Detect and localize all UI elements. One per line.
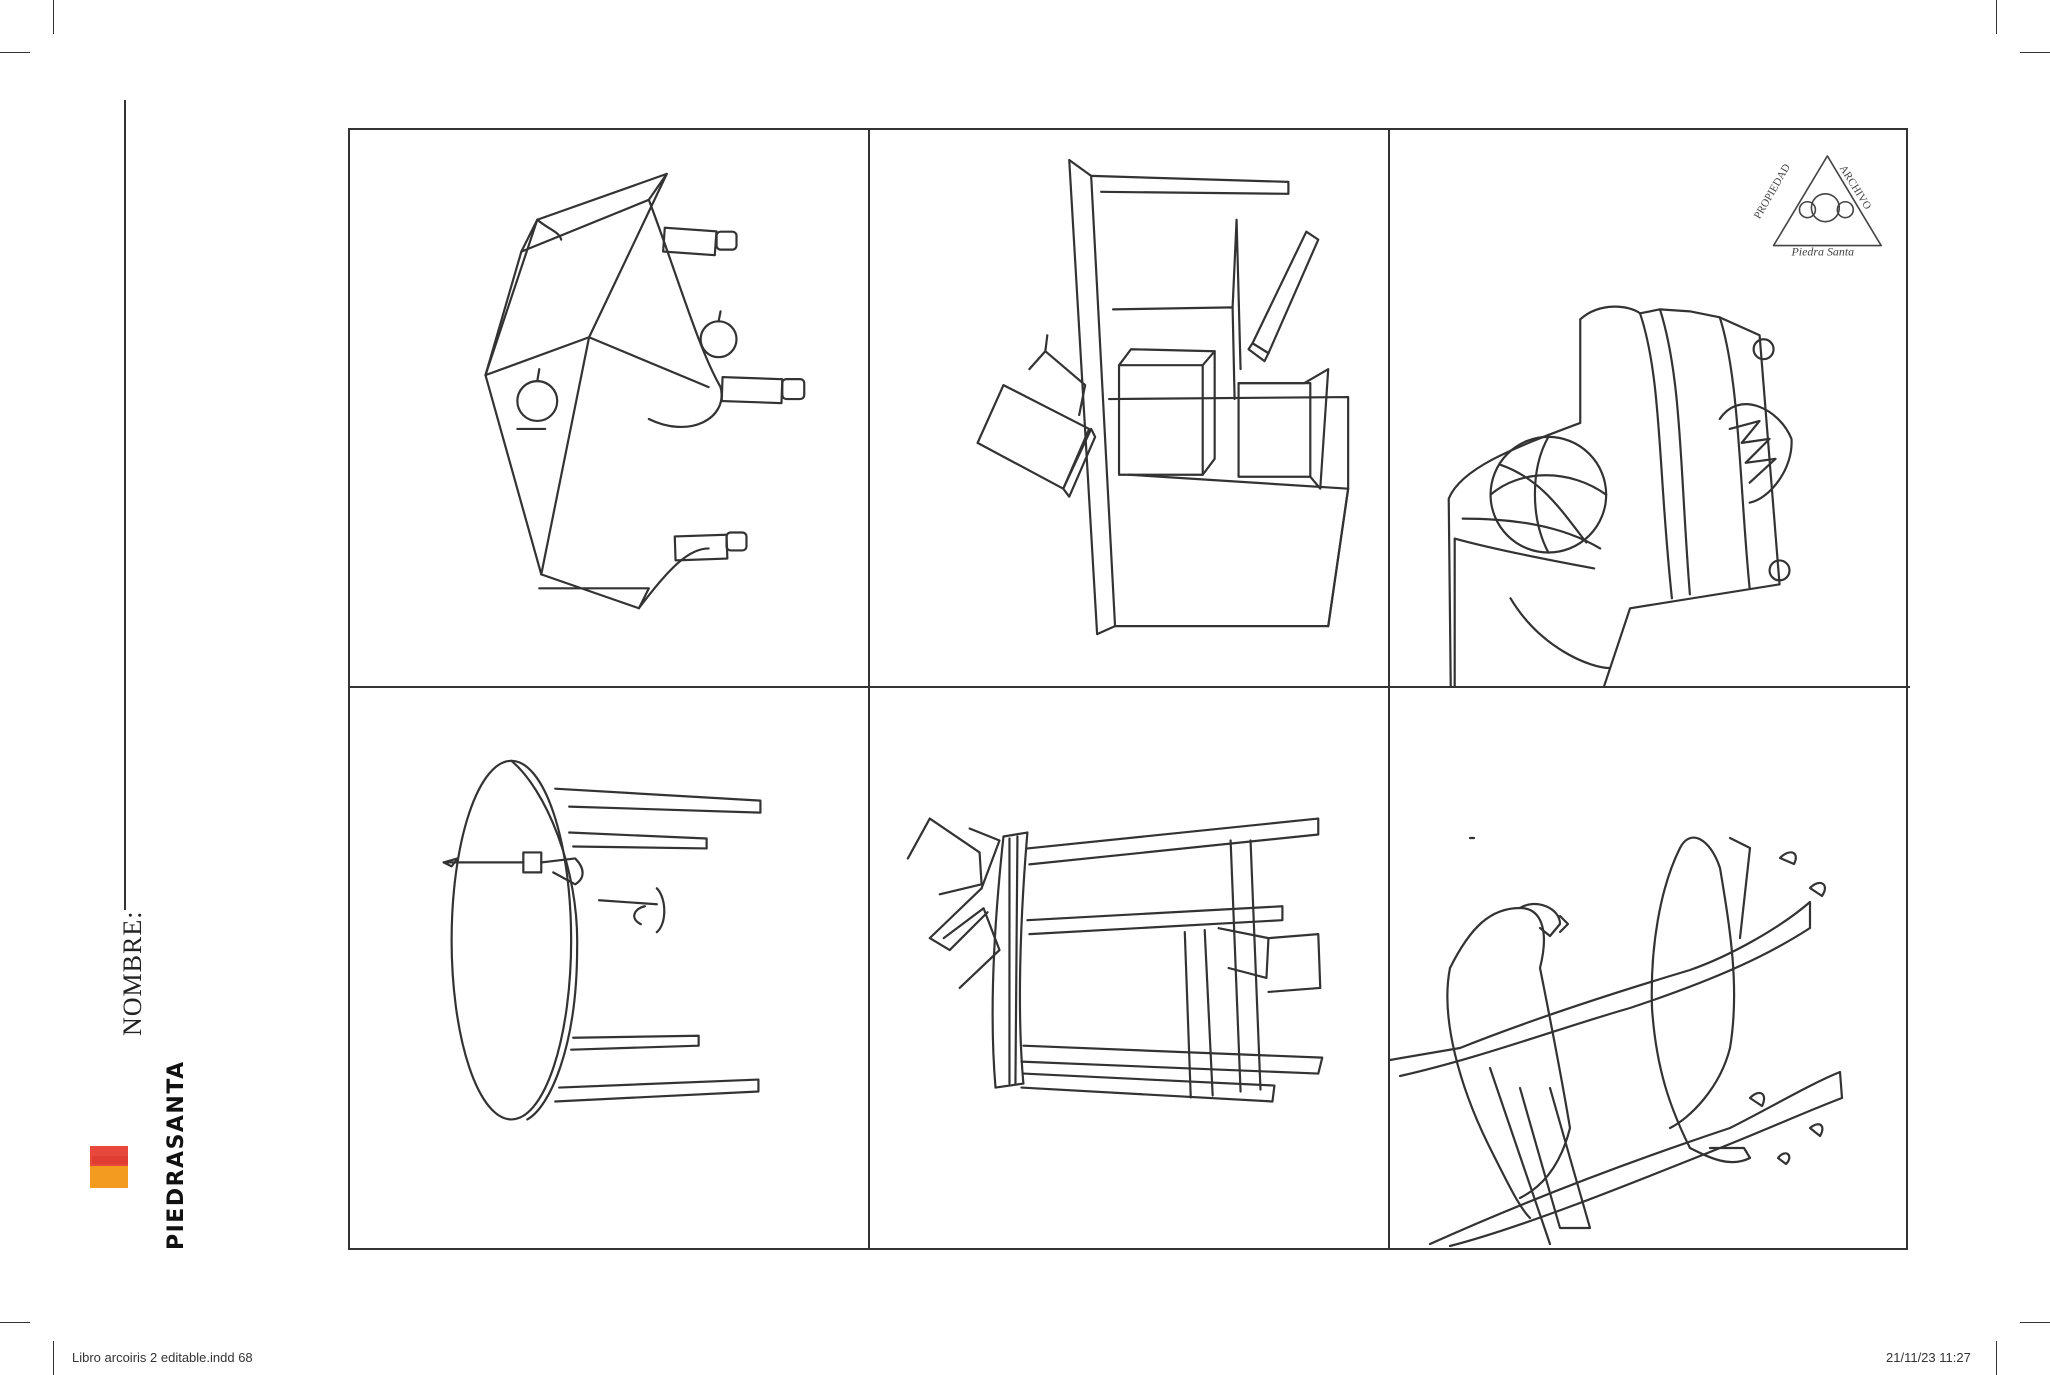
book-stack-icon (90, 1146, 128, 1188)
grid-cell-4[interactable] (350, 688, 870, 1248)
footer-file-info: Libro arcoiris 2 editable.indd 68 (72, 1350, 253, 1365)
stool-with-bows-drawing (906, 817, 1324, 1103)
crop-mark-top-right-v (1996, 0, 1997, 34)
picture-grid: PROPIEDAD ARCHIVO Piedra Santa (348, 128, 1910, 1250)
round-table-with-candlesticks-drawing (442, 759, 762, 1121)
publisher-name: PIEDRASANTA (164, 1060, 189, 1250)
grid-cell-6[interactable] (1390, 688, 1910, 1248)
crop-mark-bottom-right-v (1996, 1341, 1997, 1375)
crop-mark-bottom-left-h (0, 1322, 30, 1323)
desk-with-books-drawing (976, 158, 1350, 636)
grid-cell-2[interactable] (870, 130, 1390, 688)
grid-cell-5[interactable] (870, 688, 1390, 1248)
name-writing-line[interactable] (124, 100, 126, 910)
crop-mark-top-left-v (53, 0, 54, 34)
parrots-on-branch-drawing (1390, 836, 1844, 1248)
grid-cell-1[interactable] (350, 130, 870, 688)
grid-cell-3[interactable]: PROPIEDAD ARCHIVO Piedra Santa (1390, 130, 1910, 688)
crop-mark-top-left-h (0, 52, 30, 53)
stamp-right-text: ARCHIVO (1837, 163, 1874, 212)
crop-mark-top-right-h (2020, 52, 2050, 53)
armchair-with-ball-drawing: PROPIEDAD ARCHIVO Piedra Santa (1447, 155, 1882, 686)
publisher-logo (88, 1070, 168, 1250)
stamp-bottom-text: Piedra Santa (1790, 245, 1854, 259)
stamp-top-text: PROPIEDAD (1752, 162, 1793, 221)
archive-stamp-icon (1772, 155, 1882, 247)
name-label: NOMBRE: (118, 910, 147, 1036)
footer-datetime: 21/11/23 11:27 (1886, 1350, 1971, 1365)
crop-mark-bottom-left-v (53, 1341, 54, 1375)
covered-table-with-apples-drawing (484, 172, 806, 610)
crop-mark-bottom-right-h (2020, 1322, 2050, 1323)
